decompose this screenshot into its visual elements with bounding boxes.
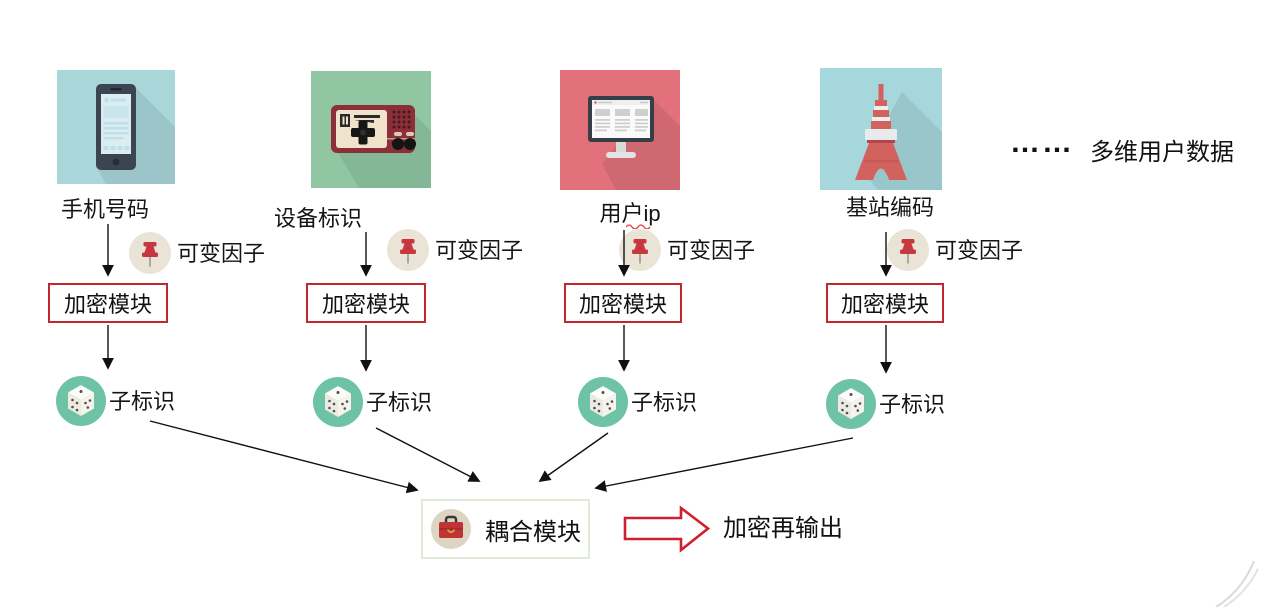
subid-label-1: 子标识	[109, 389, 176, 414]
dice-icon	[826, 379, 876, 429]
subid-label-2: 子标识	[366, 390, 433, 415]
phone-tile	[57, 70, 175, 184]
smartphone-icon	[57, 70, 175, 184]
ellipsis-dots: ……	[1010, 126, 1074, 159]
monitor-tile	[560, 70, 680, 190]
corner-arcs-decoration	[1215, 560, 1259, 607]
game-controller-tile	[311, 71, 431, 188]
source-label-base-station: 基站编码	[845, 195, 934, 220]
source-label-phone: 手机号码	[60, 197, 149, 222]
source-label-device: 设备标识	[273, 206, 362, 231]
output-arrow-icon	[623, 505, 711, 553]
source-label-user-ip: 用户ip	[599, 201, 661, 226]
game-controller-icon	[311, 71, 431, 188]
coupling-module-box: 耦合模块	[421, 499, 590, 559]
pushpin-icon	[887, 229, 929, 271]
subid-label-3: 子标识	[631, 390, 698, 415]
output-label: 加密再输出	[723, 515, 843, 542]
encrypt-module-box-1: 加密模块	[48, 283, 168, 323]
base-station-tile	[820, 68, 942, 190]
factor-label-3: 可变因子	[667, 238, 756, 263]
encrypt-module-box-4: 加密模块	[826, 283, 944, 323]
encrypt-module-box-3: 加密模块	[564, 283, 682, 323]
dice-icon	[56, 376, 106, 426]
monitor-icon	[560, 70, 680, 190]
pushpin-icon	[387, 229, 429, 271]
factor-label-2: 可变因子	[435, 238, 524, 263]
briefcase-icon	[431, 509, 471, 549]
subid-label-4: 子标识	[879, 392, 946, 417]
coupling-module-label: 耦合模块	[485, 518, 581, 546]
dice-icon	[313, 377, 363, 427]
pushpin-icon	[619, 229, 661, 271]
factor-label-1: 可变因子	[177, 241, 266, 266]
dice-icon	[578, 377, 628, 427]
encrypt-module-box-2: 加密模块	[306, 283, 426, 323]
tower-icon	[820, 68, 942, 190]
pushpin-icon	[129, 232, 171, 274]
spellcheck-squiggle	[626, 224, 651, 229]
more-sources-label: 多维用户数据	[1090, 139, 1234, 166]
factor-label-4: 可变因子	[935, 238, 1024, 263]
